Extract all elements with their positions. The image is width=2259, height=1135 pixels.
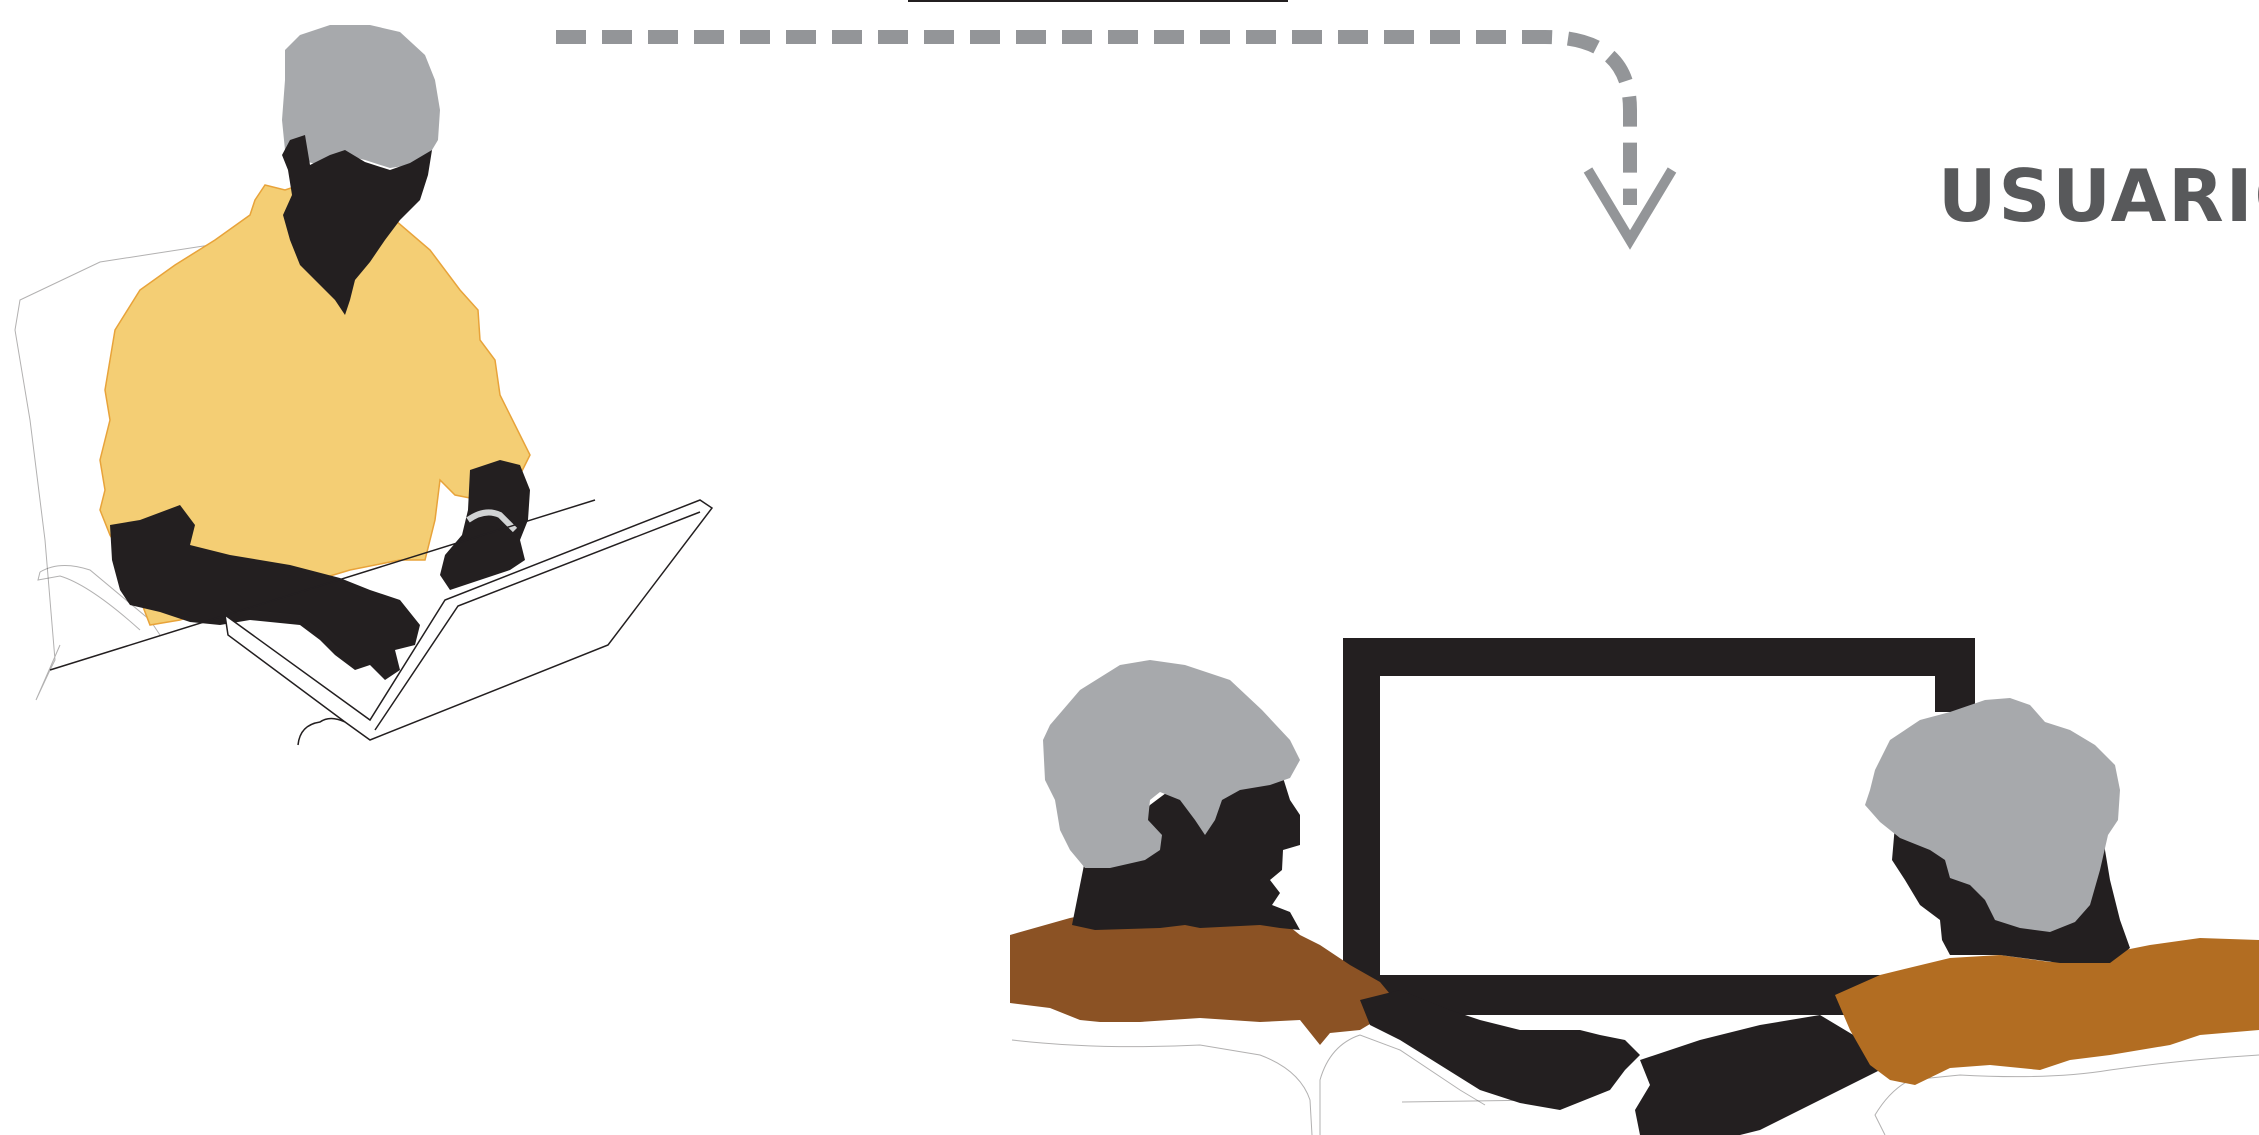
person-with-laptop-icon [15, 25, 712, 745]
television-icon [1343, 638, 1975, 1015]
viewers-on-couch-icon [1010, 660, 2259, 1135]
dashed-arrow-icon [556, 1, 1672, 240]
user-label: USUARIO [1938, 160, 2259, 232]
